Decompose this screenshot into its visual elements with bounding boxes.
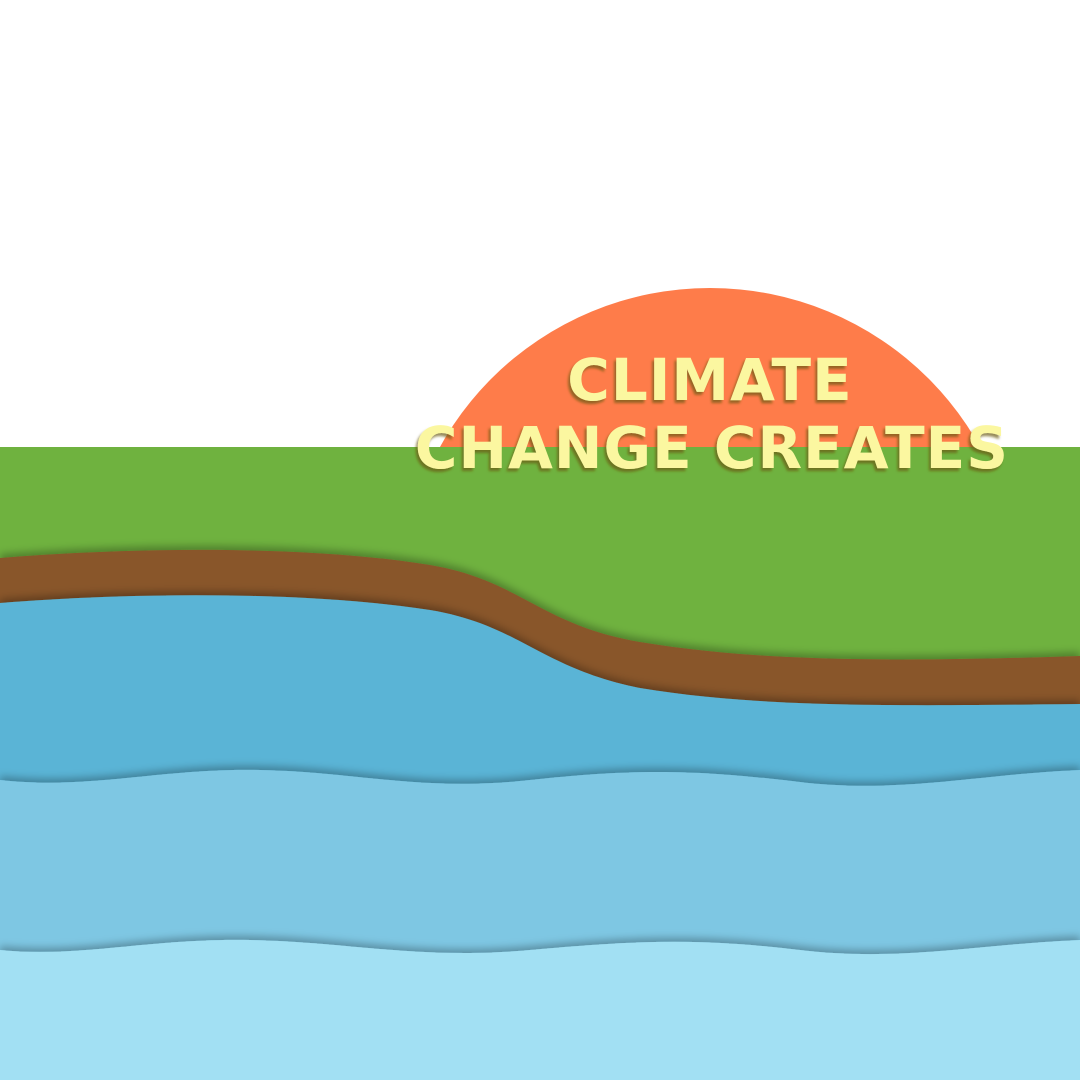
headline-line2: CHANGE CREATES — [415, 414, 1009, 482]
water-light — [0, 939, 1080, 1080]
headline-line1: CLIMATE — [567, 346, 852, 414]
